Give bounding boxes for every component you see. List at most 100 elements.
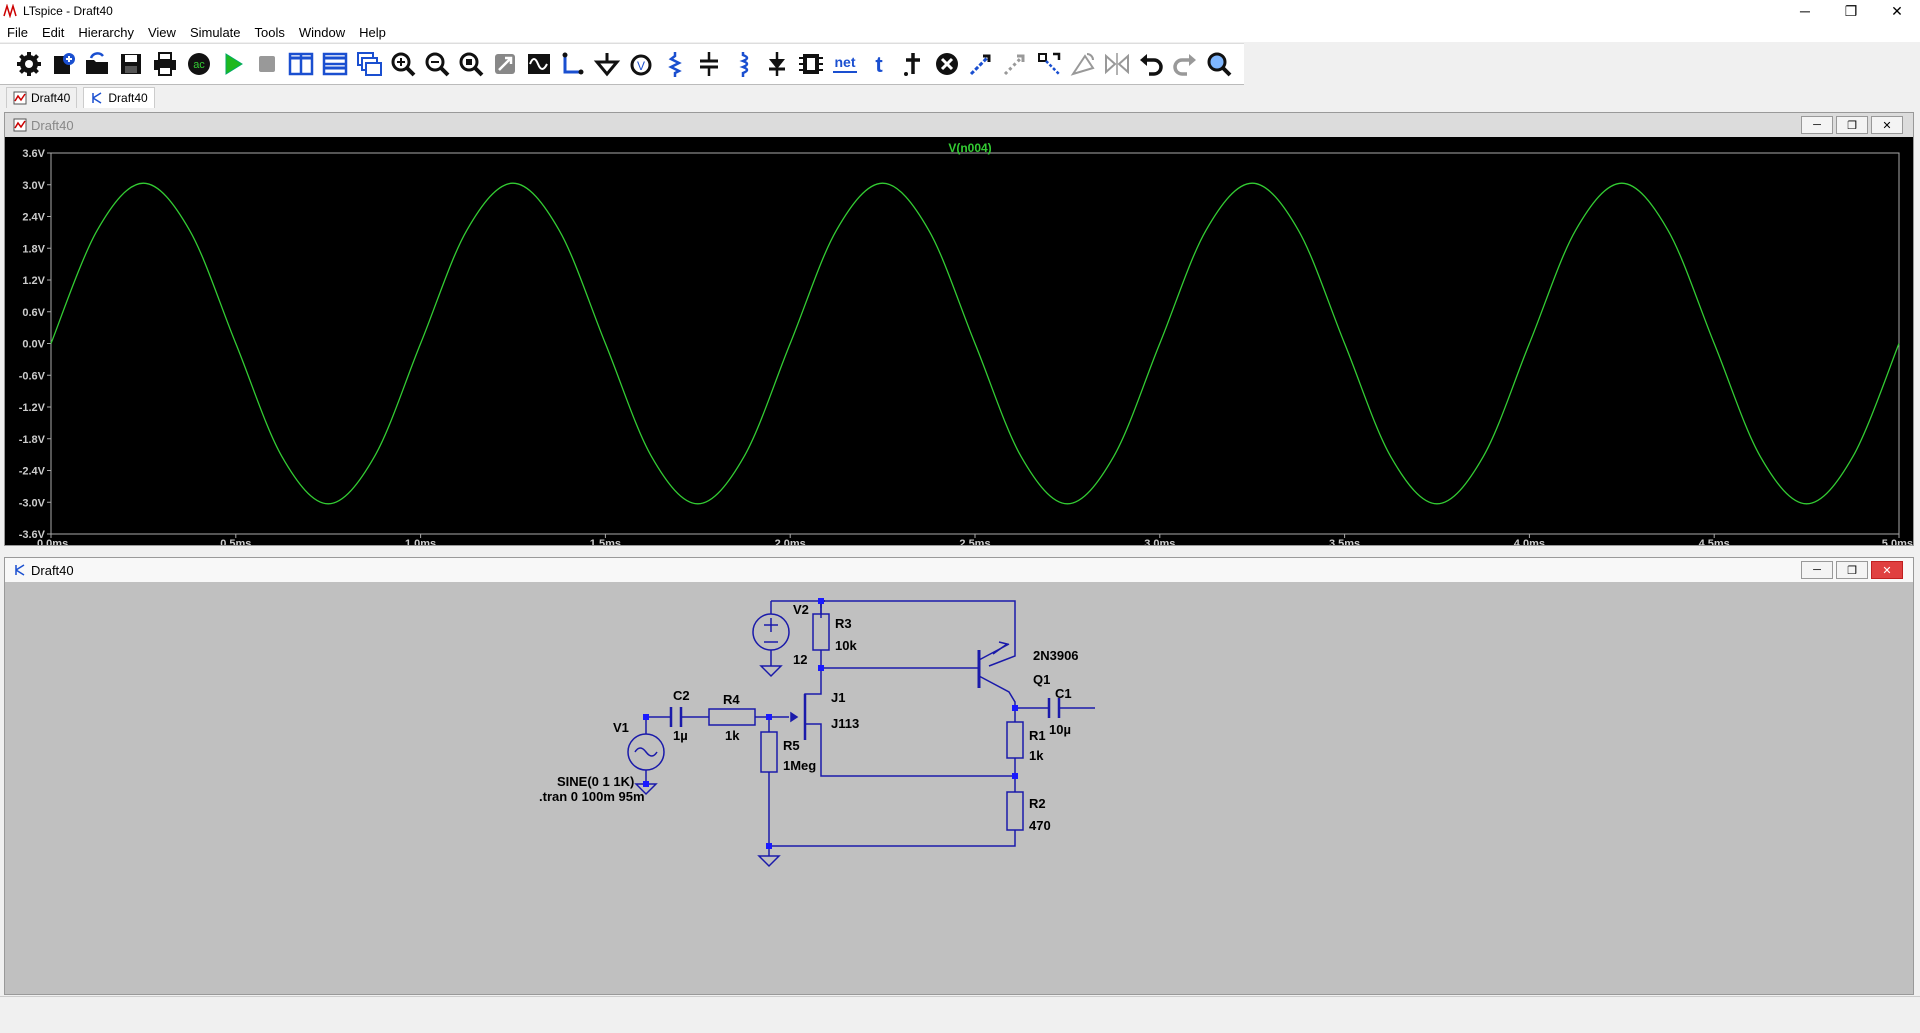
label-net-button[interactable]: V bbox=[624, 47, 658, 81]
waveform-plot[interactable]: 3.6V3.0V2.4V1.8V1.2V0.6V0.0V-0.6V-1.2V-1… bbox=[5, 137, 1913, 545]
minimize-button[interactable]: ─ bbox=[1800, 3, 1810, 19]
tile-horizontal-button[interactable] bbox=[318, 47, 352, 81]
y-tick-label: 1.8V bbox=[22, 243, 45, 255]
tile-vertical-button[interactable] bbox=[284, 47, 318, 81]
schematic-minimize-button[interactable]: ─ bbox=[1801, 561, 1833, 579]
undo-button[interactable] bbox=[1134, 47, 1168, 81]
V2-name-label[interactable]: V2 bbox=[793, 602, 809, 617]
new-schematic-button[interactable] bbox=[46, 47, 80, 81]
run-button[interactable] bbox=[216, 47, 250, 81]
V1-value-label[interactable]: SINE(0 1 1K) bbox=[557, 774, 634, 789]
menu-hierarchy[interactable]: Hierarchy bbox=[78, 24, 134, 40]
zoom-fit-button[interactable] bbox=[454, 47, 488, 81]
place-inductor-button[interactable] bbox=[726, 47, 760, 81]
redo-button[interactable] bbox=[1168, 47, 1202, 81]
x-tick-label: 1.5ms bbox=[590, 538, 621, 545]
menu-window[interactable]: Window bbox=[298, 24, 346, 40]
duplicate-icon bbox=[969, 54, 991, 76]
y-tick-label: 0.6V bbox=[22, 307, 45, 319]
cascade-button[interactable] bbox=[352, 47, 386, 81]
ac-analysis-icon: ac bbox=[188, 53, 210, 75]
R4-resistor-symbol bbox=[708, 708, 756, 726]
drag-button[interactable] bbox=[1032, 47, 1066, 81]
text-button[interactable]: t bbox=[862, 47, 896, 81]
menu-simulate[interactable]: Simulate bbox=[189, 24, 241, 40]
inductor-icon bbox=[739, 52, 749, 77]
mirror-button[interactable] bbox=[1100, 47, 1134, 81]
menu-view[interactable]: View bbox=[147, 24, 176, 40]
duplicate-button[interactable] bbox=[964, 47, 998, 81]
waveform-restore-button[interactable]: ❐ bbox=[1836, 116, 1868, 134]
tran-directive[interactable]: .tran 0 100m 95m bbox=[539, 789, 645, 804]
trace-label[interactable]: V(n004) bbox=[948, 141, 991, 155]
C2-name-label[interactable]: C2 bbox=[673, 688, 690, 703]
R1-value-label[interactable]: 1k bbox=[1029, 748, 1044, 763]
resistor-icon bbox=[668, 52, 682, 77]
save-button[interactable] bbox=[114, 47, 148, 81]
find-button[interactable] bbox=[1202, 47, 1236, 81]
V1-name-label[interactable]: V1 bbox=[613, 720, 629, 735]
maximize-button[interactable]: ❐ bbox=[1844, 2, 1858, 19]
R3-value-label[interactable]: 10k bbox=[835, 638, 857, 653]
place-capacitor-button[interactable] bbox=[692, 47, 726, 81]
R1-name-label[interactable]: R1 bbox=[1029, 728, 1046, 743]
spice-directive-button[interactable] bbox=[896, 47, 930, 81]
place-resistor-button[interactable] bbox=[658, 47, 692, 81]
y-tick-label: 3.6V bbox=[22, 148, 45, 160]
waveform-close-button[interactable]: ✕ bbox=[1871, 116, 1903, 134]
C1-name-label[interactable]: C1 bbox=[1055, 686, 1072, 701]
tab-waveform-draft40[interactable]: Draft40 bbox=[6, 86, 78, 108]
Q1-model-label[interactable]: 2N3906 bbox=[1033, 648, 1079, 663]
place-component-button[interactable] bbox=[794, 47, 828, 81]
R4-value-label[interactable]: 1k bbox=[725, 728, 740, 743]
schematic-restore-button[interactable]: ❐ bbox=[1836, 561, 1868, 579]
J1-name-label[interactable]: J1 bbox=[831, 690, 845, 705]
zoom-full-button[interactable] bbox=[488, 47, 522, 81]
schematic-window-controls: ─ ❐ ✕ bbox=[1798, 561, 1903, 579]
schematic-canvas[interactable]: V2 12 R3 10k 2N3906 Q1 C1 10µ J1 J113 R1… bbox=[9, 586, 1909, 988]
R5-name-label[interactable]: R5 bbox=[783, 738, 800, 753]
ac-icon-text: ac bbox=[193, 59, 205, 71]
menu-tools[interactable]: Tools bbox=[254, 24, 285, 40]
wire-icon bbox=[562, 52, 584, 75]
x-tick-label: 2.0ms bbox=[775, 538, 806, 545]
waveform-icon bbox=[528, 54, 550, 74]
settings-button[interactable] bbox=[12, 47, 46, 81]
trace-v-n004[interactable] bbox=[50, 182, 1900, 505]
menu-file[interactable]: File bbox=[7, 24, 28, 40]
y-tick-label: -1.2V bbox=[19, 402, 46, 414]
delete-button[interactable] bbox=[930, 47, 964, 81]
run-icon bbox=[225, 53, 243, 75]
halt-button[interactable] bbox=[250, 47, 284, 81]
zoom-in-button[interactable] bbox=[386, 47, 420, 81]
move-button[interactable] bbox=[998, 47, 1032, 81]
ground-symbol-v2 bbox=[759, 665, 783, 678]
open-button[interactable] bbox=[80, 47, 114, 81]
Q1-name-label[interactable]: Q1 bbox=[1033, 672, 1050, 687]
ac-analysis-button[interactable]: ac bbox=[182, 47, 216, 81]
net-name-button[interactable]: net bbox=[828, 47, 862, 81]
schematic-close-button[interactable]: ✕ bbox=[1871, 561, 1903, 579]
C2-value-label[interactable]: 1µ bbox=[673, 728, 688, 743]
waveform-button[interactable] bbox=[522, 47, 556, 81]
J1-model-label[interactable]: J113 bbox=[831, 716, 859, 731]
close-window-button[interactable]: ✕ bbox=[1891, 2, 1903, 19]
R4-name-label[interactable]: R4 bbox=[723, 692, 740, 707]
V2-value-label[interactable]: 12 bbox=[793, 652, 807, 667]
print-button[interactable] bbox=[148, 47, 182, 81]
R2-value-label[interactable]: 470 bbox=[1029, 818, 1051, 833]
tab-schematic-draft40[interactable]: Draft40 bbox=[83, 86, 155, 108]
place-diode-button[interactable] bbox=[760, 47, 794, 81]
waveform-minimize-button[interactable]: ─ bbox=[1801, 116, 1833, 134]
C1-value-label[interactable]: 10µ bbox=[1049, 722, 1071, 737]
zoom-out-button[interactable] bbox=[420, 47, 454, 81]
R5-value-label[interactable]: 1Meg bbox=[783, 758, 816, 773]
zoom-fit-icon bbox=[459, 52, 484, 77]
draw-wire-button[interactable] bbox=[556, 47, 590, 81]
menu-help[interactable]: Help bbox=[359, 24, 386, 40]
menu-edit[interactable]: Edit bbox=[41, 24, 65, 40]
rotate-button[interactable] bbox=[1066, 47, 1100, 81]
place-ground-button[interactable] bbox=[590, 47, 624, 81]
R2-name-label[interactable]: R2 bbox=[1029, 796, 1046, 811]
R3-name-label[interactable]: R3 bbox=[835, 616, 852, 631]
